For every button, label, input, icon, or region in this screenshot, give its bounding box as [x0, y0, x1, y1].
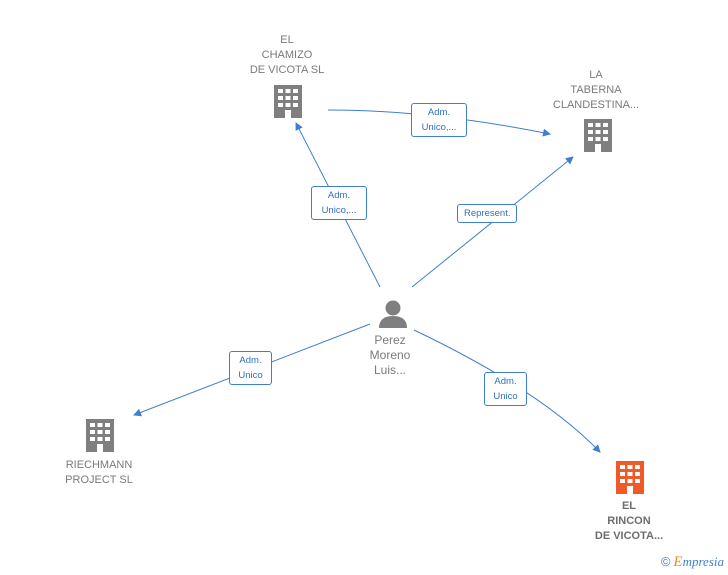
node-label-line: CHAMIZO [261, 49, 313, 61]
edge-badge-line: Adm. [327, 190, 351, 201]
edge-badge-line: Adm. [427, 107, 451, 118]
edge-badge-adm-unico[interactable]: Adm. Unico [229, 351, 272, 385]
edge-badge-adm-unico[interactable]: Adm. Unico,... [311, 186, 367, 220]
node-label-line: LA [589, 69, 603, 81]
person-icon [379, 300, 407, 328]
node-label-rincon[interactable]: EL RINCON DE VICOTA... [578, 499, 680, 544]
node-label-line: Luis... [373, 363, 406, 377]
node-label-line: EL [621, 500, 637, 512]
node-label-line: EL [280, 34, 294, 46]
copyright-icon: © [660, 554, 671, 569]
node-label-chamizo[interactable]: EL CHAMIZO DE VICOTA SL [236, 33, 338, 78]
node-label-line: RINCON [607, 515, 651, 527]
node-label-taberna[interactable]: LA TABERNA CLANDESTINA... [545, 68, 647, 113]
edge-badge-line: Unico,... [321, 205, 357, 216]
building-icon [86, 419, 114, 452]
node-label-line: TABERNA [570, 84, 622, 96]
node-label-line: Moreno [369, 348, 411, 362]
node-label-line: RIECHMANN [65, 459, 133, 471]
edge-badge-line: Unico [493, 391, 518, 402]
node-label-line: DE VICOTA... [594, 530, 664, 542]
node-label-line: Perez [374, 333, 406, 347]
edge-badge-line: Represent. [464, 208, 511, 219]
edge-badge-line: Unico,... [421, 122, 457, 133]
node-label-person[interactable]: Perez Moreno Luis... [350, 333, 430, 378]
edge-badge-adm-unico[interactable]: Adm. Unico,... [411, 103, 467, 137]
edge-badge-adm-unico[interactable]: Adm. Unico [484, 372, 527, 406]
edge-badge-line: Adm. [494, 376, 517, 387]
brand-name: mpresia [682, 554, 724, 569]
node-label-line: DE VICOTA SL [249, 64, 325, 76]
building-icon-highlighted [616, 461, 644, 494]
edge-badge-represent[interactable]: Represent. [457, 204, 518, 223]
brand-initial: E [673, 554, 683, 570]
building-icon [584, 119, 612, 152]
building-icon [274, 85, 302, 118]
node-label-line: PROJECT SL [65, 474, 133, 486]
edge-badge-line: Unico [238, 370, 263, 381]
node-label-riechmann[interactable]: RIECHMANN PROJECT SL [48, 458, 150, 488]
edge-badge-line: Adm. [239, 355, 262, 366]
node-label-line: CLANDESTINA... [552, 99, 640, 111]
brand-footer[interactable]: ©Empresia [661, 554, 724, 571]
